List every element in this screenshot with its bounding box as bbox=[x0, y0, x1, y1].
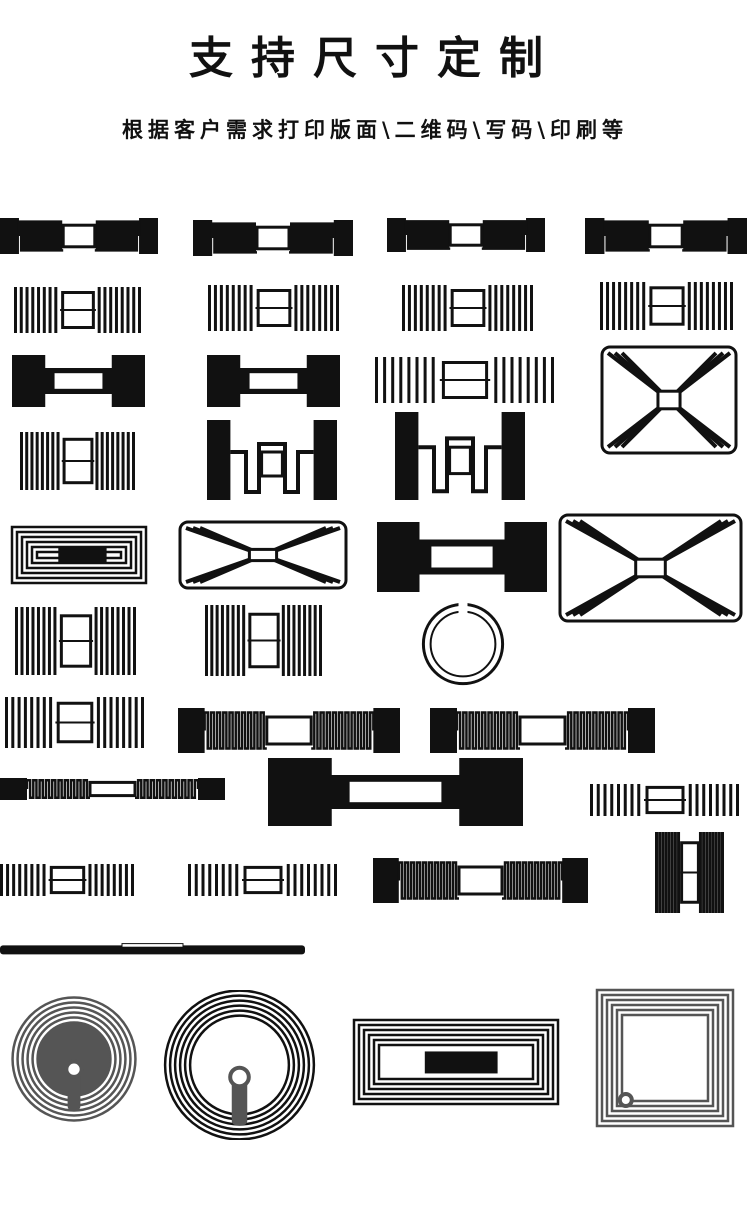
rfid-antenna-image bbox=[418, 598, 508, 694]
rfid-antenna-image bbox=[395, 412, 525, 504]
rfid-antenna-image bbox=[10, 525, 148, 589]
rfid-antenna-image bbox=[268, 758, 523, 830]
rfid-antenna-image bbox=[373, 858, 588, 907]
rfid-antenna-image bbox=[162, 989, 317, 1144]
rfid-antenna-image bbox=[600, 345, 738, 459]
page-subtitle: 根据客户需求打印版面\二维码\写码\印刷等 bbox=[121, 118, 628, 142]
rfid-antenna-image bbox=[208, 283, 340, 337]
rfid-antenna-image bbox=[352, 1018, 560, 1110]
rfid-antenna-image bbox=[430, 708, 655, 757]
rfid-antenna-image bbox=[14, 285, 142, 339]
rfid-antenna-image bbox=[12, 355, 145, 411]
rfid-antenna-image bbox=[178, 520, 348, 594]
rfid-antenna-image bbox=[0, 218, 158, 258]
rfid-antenna-image bbox=[5, 695, 145, 754]
rfid-antenna-image bbox=[375, 355, 555, 409]
rfid-antenna-image bbox=[377, 522, 547, 596]
rfid-antenna-image bbox=[205, 603, 323, 682]
rfid-antenna-image bbox=[207, 355, 340, 411]
rfid-antenna-image bbox=[655, 830, 725, 919]
rfid-antenna-image bbox=[387, 218, 545, 256]
rfid-antenna-image bbox=[402, 283, 534, 337]
rfid-antenna-image bbox=[10, 995, 138, 1127]
rfid-antenna-image bbox=[20, 430, 136, 496]
page-title: 支持尺寸定制 bbox=[189, 33, 561, 84]
rfid-antenna-image bbox=[193, 220, 353, 260]
rfid-antenna-image bbox=[585, 218, 747, 258]
rfid-antenna-image bbox=[0, 778, 225, 804]
rfid-antenna-image bbox=[590, 782, 740, 822]
rfid-antenna-image bbox=[600, 280, 734, 336]
rfid-antenna-image bbox=[178, 708, 400, 757]
rfid-antenna-image bbox=[15, 605, 137, 681]
rfid-antenna-image bbox=[595, 988, 735, 1132]
rfid-antenna-image bbox=[558, 513, 743, 627]
rfid-antenna-image bbox=[0, 940, 305, 962]
rfid-antenna-image bbox=[207, 420, 337, 504]
rfid-antenna-image bbox=[0, 862, 135, 902]
rfid-antenna-image bbox=[188, 862, 338, 902]
